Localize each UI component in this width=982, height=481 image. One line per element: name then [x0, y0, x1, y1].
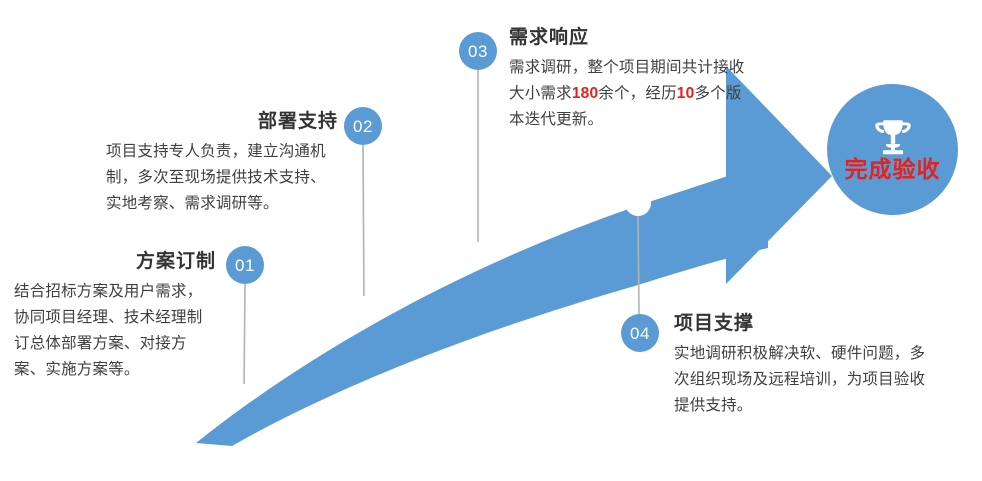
- step-title-01: 方案订制: [135, 251, 216, 272]
- connector-line-01: [243, 283, 246, 393]
- step-block-04: 项目支撑 实地调研积极解决软、硬件问题，多次组织现场及远程培训，为项目验收提供支…: [674, 313, 928, 419]
- step-body-03-part3: 多个版本迭代更新。: [509, 84, 742, 128]
- step-badge-label-02: 02: [353, 116, 373, 136]
- step-body-02: 项目支持专人负责，建立沟通机制，多次至现场提供技术支持、实地考察、需求调研等。: [106, 142, 326, 212]
- step-body-03-part1: 需求调研，整个项目期间共计接收大小需求: [509, 58, 745, 102]
- step-title-02: 部署支持: [257, 111, 338, 132]
- step-body-01: 结合招标方案及用户需求，协同项目经理、技术经理制订总体部署方案、对接方案、实施方…: [14, 282, 203, 378]
- step-block-01: 方案订制 结合招标方案及用户需求，协同项目经理、技术经理制订总体部署方案、对接方…: [14, 251, 216, 383]
- step-badge-04[interactable]: 04: [621, 314, 659, 352]
- arrow-dot-01: [234, 384, 252, 402]
- trophy-icon: [874, 120, 911, 155]
- step-body-03-highlight-1: 180: [571, 84, 599, 102]
- arrow-head: [726, 66, 832, 284]
- step-body-03-highlight-2: 10: [676, 84, 695, 102]
- step-badge-label-01: 01: [235, 255, 255, 275]
- step-badge-02[interactable]: 02: [344, 107, 382, 145]
- step-body-03: 需求调研，整个项目期间共计接收大小需求180余个，经历10多个版本迭代更新。: [509, 55, 749, 133]
- finish-label: 完成验收: [844, 156, 941, 182]
- step-body-04: 实地调研积极解决软、硬件问题，多次组织现场及远程培训，为项目验收提供支持。: [674, 344, 926, 414]
- step-badge-01[interactable]: 01: [226, 246, 264, 284]
- arrow-dot-02: [353, 296, 375, 318]
- connector-line-02: [362, 144, 365, 307]
- connector-line-04: [637, 215, 640, 315]
- finish-badge[interactable]: 完成验收: [827, 84, 958, 215]
- arrow-dot-04: [625, 190, 651, 216]
- step-badge-label-04: 04: [630, 323, 650, 343]
- step-badge-03[interactable]: 03: [459, 32, 497, 70]
- step-body-03-part2: 余个，经历: [598, 84, 677, 102]
- step-title-04: 项目支撑: [674, 313, 755, 334]
- step-block-03: 需求响应 需求调研，整个项目期间共计接收大小需求180余个，经历10多个版本迭代…: [509, 27, 749, 133]
- step-badge-label-03: 03: [468, 41, 488, 61]
- arrow-ribbon-body: [196, 163, 768, 446]
- arrow-dot-03: [466, 242, 490, 266]
- step-title-03: 需求响应: [509, 27, 590, 48]
- step-block-02: 部署支持 项目支持专人负责，建立沟通机制，多次至现场提供技术支持、实地考察、需求…: [106, 111, 338, 217]
